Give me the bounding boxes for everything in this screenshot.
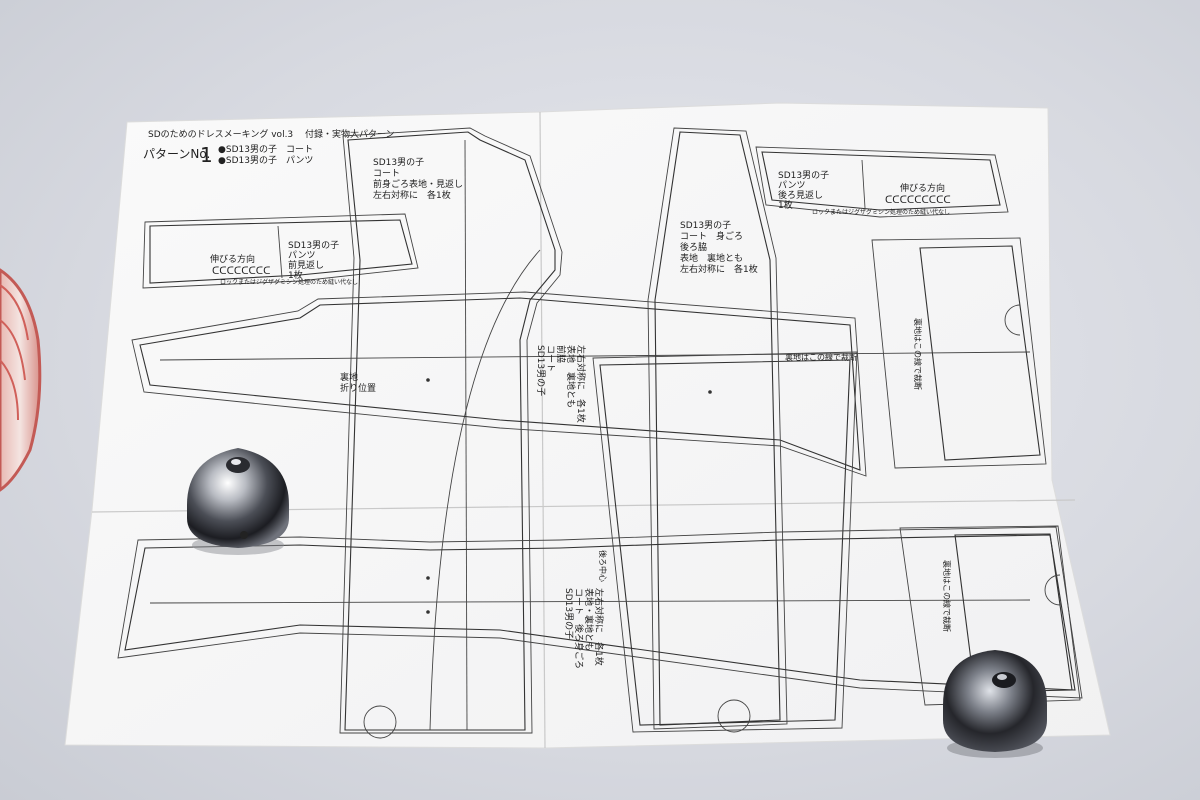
label-line: 前見返し bbox=[288, 259, 324, 271]
pattern-number: 1 bbox=[200, 143, 213, 167]
pants-front-facing-piece: 伸びる方向 ᑕᑕᑕᑕᑕᑕᑕᑕ SD13男の子 パンツ 前見返し 1枚 ロックまた… bbox=[142, 213, 419, 289]
label-line: パンツ bbox=[288, 250, 315, 261]
label-line: 前脇 bbox=[555, 345, 567, 363]
stretch-label: 伸びる方向 bbox=[210, 253, 255, 265]
label-line: 折り位置 bbox=[340, 382, 376, 394]
label-line: 表地・裏地とも bbox=[583, 588, 595, 651]
vertical-note: 裏地はこの線で裁断 bbox=[913, 318, 923, 390]
label-line: SD13男の子 bbox=[535, 345, 546, 396]
label-line: 左右対称に 各1枚 bbox=[373, 189, 451, 201]
label-line: 前身ごろ表地・見返し bbox=[373, 178, 463, 190]
back-center-tag: 後ろ中心 bbox=[598, 550, 608, 582]
label-line: SD13男の子 bbox=[373, 157, 424, 168]
pants-back-facing-piece: SD13男の子 パンツ 後ろ見返し 1枚 伸びる方向 ᑕᑕᑕᑕᑕᑕᑕᑕᑕ ロック… bbox=[755, 146, 1009, 218]
stretch-label: 伸びる方向 bbox=[900, 182, 945, 194]
pattern-weight-left bbox=[187, 448, 289, 555]
coat-right-upper-piece: 裏地はこの線で裁断 bbox=[871, 237, 1047, 469]
label-line: SD13男の子 bbox=[778, 170, 829, 181]
pattern-label: パターンNo. bbox=[143, 147, 210, 161]
pattern-sheet bbox=[64, 102, 1111, 749]
label-line: 表地 裏地とも bbox=[565, 345, 577, 408]
vertical-note: 裏地はこの線で裁断 bbox=[942, 560, 952, 632]
label-line: SD13男の子 bbox=[680, 220, 731, 231]
pattern-header: SDのためのドレスメーキング vol.3 付録・実物大パターン パターンNo. … bbox=[143, 128, 395, 167]
label-line: SD13男の子 bbox=[288, 240, 339, 251]
label-line: コート 身ごろ bbox=[680, 230, 743, 242]
lock-note: ロックまたはジグザグミシン処理のため縫い代なし bbox=[812, 208, 950, 216]
lock-note: ロックまたはジグザグミシン処理のため縫い代なし bbox=[220, 278, 358, 286]
coat-side-front-piece: SD13男の子 コート 前脇 表地 裏地とも 左右対称に 各1枚 bbox=[535, 345, 858, 733]
coat-right-lower-piece: 裏地はこの線で裁断 bbox=[899, 525, 1081, 706]
contents-coat: ●SD13男の子 コート bbox=[218, 144, 313, 155]
vertical-fold bbox=[539, 111, 546, 749]
lining-cut-label: 裏地はこの線で裁断 bbox=[785, 352, 857, 362]
label-line: 左右対称に 各1枚 bbox=[593, 588, 605, 666]
coat-front-body-piece: SD13男の子 コート 前身ごろ表地・見返し 左右対称に 各1枚 裏地 折り位置 bbox=[339, 127, 563, 739]
label-line: 1枚 bbox=[288, 269, 303, 281]
label-line: SD13男の子 bbox=[563, 588, 574, 639]
coat-back-center-label: SD13男の子 コート 後ろ身ごろ 表地・裏地とも 左右対称に 各1枚 後ろ中心 bbox=[563, 550, 608, 669]
contents-pants: ●SD13男の子 パンツ bbox=[218, 155, 313, 166]
label-line: 後ろ見返し bbox=[778, 189, 823, 201]
coat-sleeve-piece-upper: 裏地はこの線で裁断 bbox=[131, 291, 1031, 477]
label-line: パンツ bbox=[778, 180, 805, 191]
stretch-loops: ᑕᑕᑕᑕᑕᑕᑕᑕ bbox=[212, 266, 270, 277]
supplement-title: 付録・実物大パターン bbox=[305, 128, 395, 140]
label-line: コート bbox=[373, 169, 400, 179]
label-line: 後ろ脇 bbox=[680, 241, 707, 253]
book-title: SDのためのドレスメーキング vol.3 bbox=[148, 128, 293, 140]
coat-back-side-piece: SD13男の子 コート 身ごろ 後ろ脇 表地 裏地とも 左右対称に 各1枚 bbox=[647, 127, 788, 733]
label-line: 裏地 bbox=[340, 371, 358, 383]
stretch-loops: ᑕᑕᑕᑕᑕᑕᑕᑕᑕ bbox=[885, 195, 951, 206]
red-vase bbox=[0, 268, 42, 492]
label-line: コート bbox=[545, 345, 555, 372]
pattern-weight-right bbox=[943, 650, 1047, 758]
label-line: 表地 裏地とも bbox=[680, 252, 743, 264]
label-line: コート 後ろ身ごろ bbox=[573, 588, 585, 669]
label-line: 左右対称に 各1枚 bbox=[680, 263, 758, 275]
label-line: 左右対称に 各1枚 bbox=[575, 345, 587, 423]
label-line: 1枚 bbox=[778, 199, 793, 211]
